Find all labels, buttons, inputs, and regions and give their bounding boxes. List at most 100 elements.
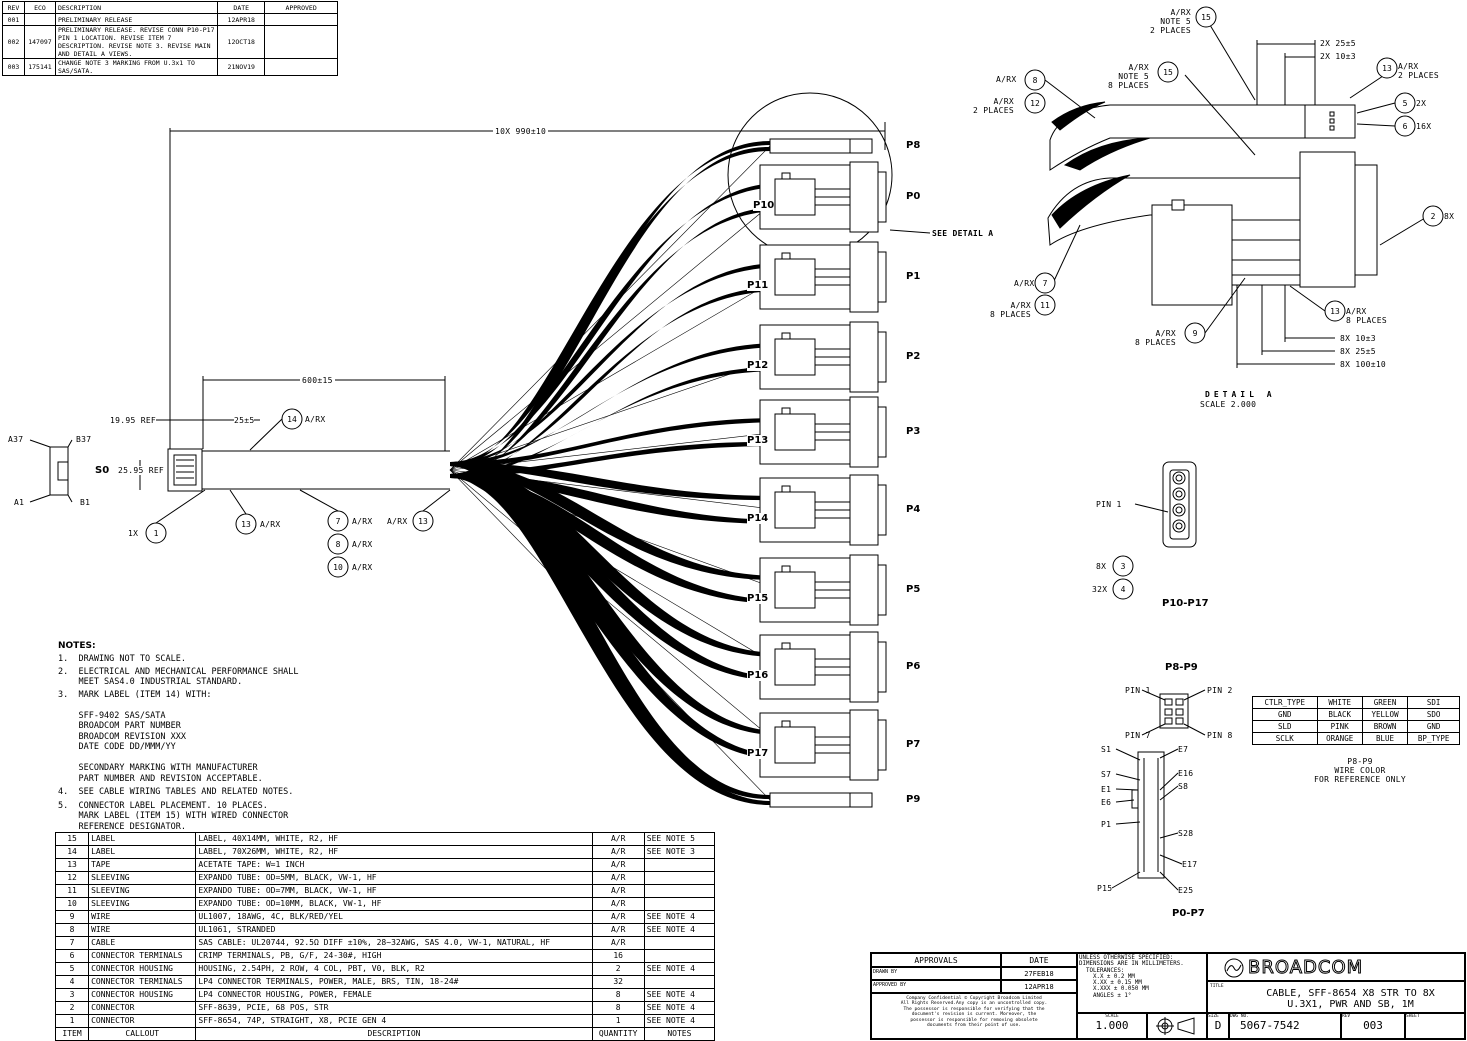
power-connector-tab: [877, 331, 887, 383]
drawing-title: CABLE, SFF-8654 X8 STR TO 8X U.3X1, PWR …: [1266, 988, 1435, 1010]
balloon-10-number: 10: [333, 563, 343, 572]
balloon-label: A/RX: [305, 415, 326, 424]
balloon-4-number: 4: [1121, 585, 1126, 594]
rev-cell: 12OCT18: [217, 25, 266, 59]
bom-cell: CALLOUT: [88, 1027, 197, 1041]
wire-color-cell: SDI: [1407, 696, 1460, 709]
lp4-connector-body: [774, 726, 816, 764]
rev-cell: [264, 25, 338, 59]
bom-cell: HOUSING, 2.54PH, 2 ROW, 4 COL, PBT, V0, …: [195, 962, 593, 976]
bom-cell: [643, 897, 716, 911]
dim-8x-100: 8X 100±10: [1340, 360, 1387, 369]
s0-side-view: [29, 439, 73, 503]
leader-line: [1159, 832, 1179, 839]
note-3: 3. MARK LABEL (ITEM 14) WITH: SFF-9402 S…: [58, 689, 263, 784]
drawn-date: 27FEB18: [1001, 967, 1077, 980]
s0-label: S0: [95, 465, 110, 476]
detail-a-title: DETAIL A: [1205, 390, 1276, 399]
balloon-label: A/RX: [387, 517, 408, 526]
note-4: 4. SEE CABLE WIRING TABLES AND RELATED N…: [58, 787, 294, 797]
size-value: D: [1214, 1019, 1222, 1032]
lp4-connector-body: [774, 258, 816, 296]
leader-line: [249, 418, 283, 451]
sheet-cell: SHEET: [1405, 1013, 1465, 1039]
balloon-2: [1422, 205, 1444, 227]
p0-p7-connector: [1131, 751, 1165, 879]
broadcom-logo-icon: [1224, 958, 1244, 978]
scale-label: SCALE: [1105, 1014, 1119, 1019]
p07-right-label: S28: [1178, 829, 1194, 838]
p8-p9-connector: [1141, 689, 1206, 736]
bom-cell: [643, 871, 716, 885]
lp4-connector-body: [774, 648, 816, 686]
bom-cell: CONNECTOR HOUSING: [88, 962, 197, 976]
bom-cell: CONNECTOR: [88, 1014, 197, 1028]
bom-cell: LABEL: [88, 832, 197, 846]
balloon-8-number: 8: [1033, 76, 1038, 85]
bom-cell: A/R: [591, 884, 645, 898]
power-connector-body: [849, 554, 879, 626]
power-connector-body: [849, 241, 879, 313]
p07-right-label: E16: [1178, 769, 1194, 778]
connector-label-p11: P11: [747, 280, 769, 291]
bom-cell: 3: [54, 988, 90, 1002]
p07-left-label: E1: [1101, 785, 1112, 794]
balloon-label: A/RX: [352, 540, 373, 549]
size-label: SIZE: [1208, 1014, 1219, 1019]
balloon-label: 16X: [1416, 122, 1432, 131]
balloon-label: A/RX 8 PLACES: [1135, 329, 1176, 347]
p07-left-label: S7: [1101, 770, 1112, 779]
connector-label-p17: P17: [747, 748, 769, 759]
dwg-cell: DWG NO. 5067-7542: [1229, 1013, 1341, 1039]
dim-1995: 19.95 REF: [110, 416, 157, 425]
dim-25: 25±5: [234, 416, 255, 425]
wire-color-cell: GND: [1252, 708, 1318, 721]
approved-by-label: APPROVED BY: [871, 980, 1001, 993]
p07-right-label: E7: [1178, 745, 1189, 754]
size-cell: SIZE D: [1207, 1013, 1229, 1039]
bom-cell: 10: [54, 897, 90, 911]
dim-990: 10X 990±10: [493, 127, 549, 136]
broadcom-logo: BROADCOM: [1247, 957, 1364, 979]
wire-color-cell: WHITE: [1316, 696, 1363, 709]
bom-cell: QUANTITY: [591, 1027, 645, 1041]
bom-cell: EXPANDO TUBE: OD=10MM, BLACK, VW-1, HF: [195, 897, 593, 911]
bom-cell: CONNECTOR TERMINALS: [88, 975, 197, 989]
dim-8x-25: 8X 25±5: [1340, 347, 1376, 356]
bom-cell: 4: [54, 975, 90, 989]
leader-line: [1115, 773, 1141, 781]
balloon-4: [1112, 578, 1134, 600]
connector-label-p6: P6: [906, 661, 921, 672]
bom-cell: WIRE: [88, 923, 197, 937]
notes-title: NOTES:: [58, 641, 96, 651]
leader-line: [155, 489, 206, 524]
p10-p17-connector: [1134, 461, 1197, 548]
wire-color-cell: SLD: [1252, 720, 1318, 733]
balloon-10: [327, 556, 349, 578]
notes-list: 1. DRAWING NOT TO SCALE. 2. ELECTRICAL A…: [58, 654, 299, 832]
detail-a-scale: SCALE 2.000: [1200, 400, 1257, 409]
power-connector-body: [849, 161, 879, 233]
bom-cell: [643, 884, 716, 898]
balloon-13: [412, 510, 434, 532]
balloon-14: [281, 408, 303, 430]
balloon-9: [1184, 322, 1206, 344]
title-block: APPROVALS DATE DRAWN BY 27FEB18 APPROVED…: [870, 952, 1466, 1040]
balloon-label: A/RX: [996, 75, 1017, 84]
bom-cell: SEE NOTE 4: [643, 962, 716, 976]
bom-cell: SFF-8639, PCIE, 68 POS, STR: [195, 1001, 593, 1015]
balloon-13-number: 13: [418, 517, 428, 526]
connector-label-p14: P14: [747, 513, 769, 524]
bom-cell: ITEM: [54, 1027, 90, 1041]
bom-cell: 13: [54, 858, 90, 872]
balloon-15-number: 15: [1201, 13, 1211, 22]
bom-cell: CRIMP TERMINALS, PB, G/F, 24-30#, HIGH: [195, 949, 593, 963]
wire-color-cell: BLUE: [1361, 732, 1409, 745]
balloon-2-number: 2: [1431, 212, 1436, 221]
bom-cell: WIRE: [88, 910, 197, 924]
dwg-number: 5067-7542: [1240, 1019, 1300, 1032]
